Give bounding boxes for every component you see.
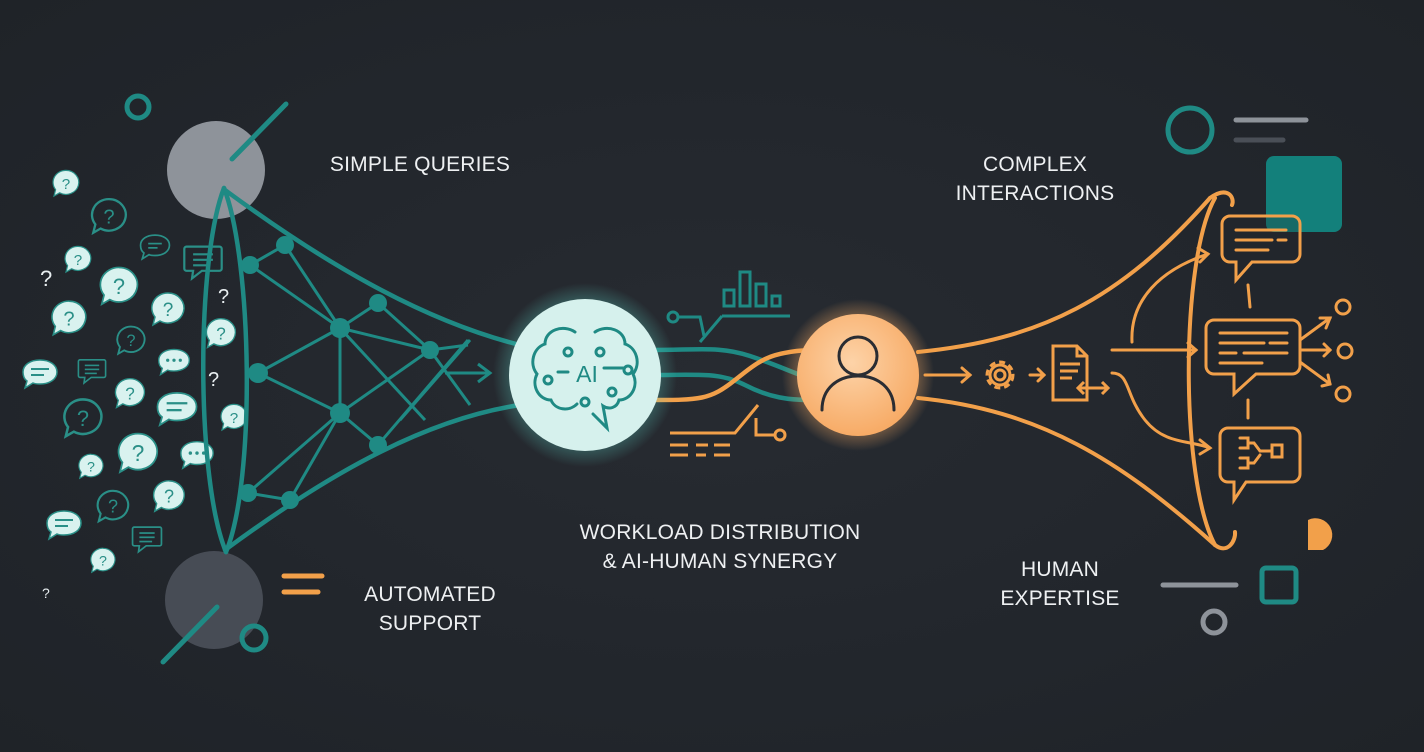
human-line1: HUMAN	[1021, 558, 1099, 581]
ring-icon	[124, 93, 152, 121]
label-simple-queries: SIMPLE QUERIES	[320, 150, 520, 179]
complex-line1: COMPLEX	[982, 153, 1088, 176]
orange-drop	[1308, 518, 1333, 550]
label-workload-distribution: WORKLOAD DISTRIBUTION & AI-HUMAN SYNERGY	[560, 518, 880, 576]
workload-line1: WORKLOAD DISTRIBUTION	[579, 521, 861, 544]
label-automated-support: AUTOMATED SUPPORT	[340, 580, 520, 638]
gray-circle	[167, 121, 265, 219]
svg-text:?: ?	[218, 286, 229, 308]
gear-icon	[985, 360, 1015, 390]
automated-line2: SUPPORT	[378, 612, 482, 635]
label-human-expertise: HUMAN EXPERTISE	[980, 555, 1140, 613]
document-exchange-icon	[1051, 344, 1111, 402]
bar-chart-icon	[666, 270, 790, 343]
brain-circuit-icon	[531, 327, 639, 433]
workload-line2: & AI-HUMAN SYNERGY	[602, 550, 838, 573]
text-lines-icon	[670, 404, 787, 457]
person-icon	[820, 335, 896, 412]
teal-square	[1266, 156, 1342, 232]
dark-circle	[165, 551, 263, 649]
label-complex-interactions: COMPLEX INTERACTIONS	[935, 150, 1135, 208]
expertise-funnel	[916, 190, 1238, 551]
message-bubble-icon	[1204, 318, 1302, 398]
flowchart-bubble-icon	[1218, 426, 1302, 505]
network-nodes	[239, 236, 439, 509]
svg-text:?: ?	[40, 266, 52, 291]
automated-line1: AUTOMATED	[364, 583, 496, 606]
message-bubble-icon	[1220, 214, 1302, 284]
svg-text:?: ?	[208, 369, 219, 391]
simple-queries-text: SIMPLE QUERIES	[329, 153, 511, 176]
complex-line2: INTERACTIONS	[955, 182, 1115, 205]
query-bubbles: ? ? ? ?	[22, 169, 248, 601]
human-line2: EXPERTISE	[1000, 587, 1120, 610]
neural-network-funnel	[201, 185, 523, 555]
ai-text: AI	[576, 361, 598, 387]
svg-text:?: ?	[42, 585, 50, 601]
